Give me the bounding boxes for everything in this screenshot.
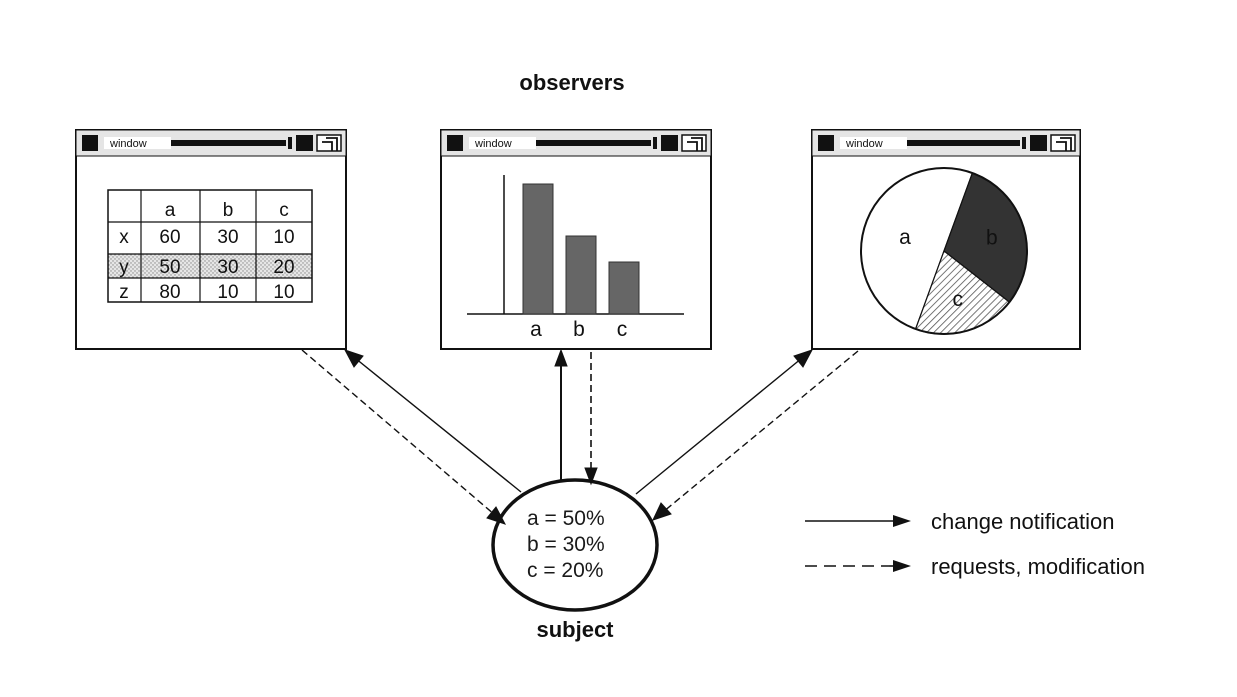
- subject-value-a: a = 50%: [527, 507, 605, 530]
- window-title: window: [474, 138, 512, 150]
- arrowhead-icon: [893, 560, 911, 572]
- window-titlebar[interactable]: window: [75, 129, 347, 157]
- subject-label: subject: [536, 617, 614, 642]
- column-header: a: [165, 200, 176, 221]
- table-cell: 50: [159, 257, 180, 278]
- legend: change notification requests, modificati…: [805, 509, 1145, 579]
- column-header: c: [279, 200, 289, 221]
- legend-label: requests, modification: [931, 554, 1145, 579]
- bar-tick-label: a: [530, 318, 542, 341]
- arrowhead-icon: [486, 506, 507, 525]
- bar-c: [608, 261, 640, 315]
- bar-tick-label: b: [573, 318, 585, 341]
- pie-slice-label: a: [899, 226, 911, 249]
- legend-item-dashed: requests, modification: [805, 554, 1145, 579]
- bar-labels: a b c: [530, 318, 627, 341]
- connections: [301, 348, 859, 525]
- legend-item-solid: change notification: [805, 509, 1114, 534]
- arrowhead-icon: [893, 515, 911, 527]
- table-cell: 10: [273, 282, 294, 303]
- table-cell: 30: [217, 257, 238, 278]
- zoom-box-icon[interactable]: [1030, 135, 1047, 151]
- row-label: y: [119, 257, 129, 278]
- arrowhead-icon: [652, 502, 672, 521]
- table-cell: 60: [159, 227, 180, 248]
- table-window: window a b c x 60 30: [75, 129, 347, 350]
- data-table: a b c x 60 30 10 y 50 30 20 z 80 10 10: [107, 189, 313, 303]
- resize-box-icon[interactable]: [316, 134, 342, 152]
- pie-slice-label: b: [986, 226, 998, 249]
- request-arrow-line: [662, 350, 859, 513]
- resize-box-icon[interactable]: [681, 134, 707, 152]
- close-box-icon[interactable]: [447, 135, 463, 151]
- notify-arrow-line: [354, 357, 522, 493]
- table-cell: 10: [273, 227, 294, 248]
- observers-heading: observers: [519, 70, 624, 95]
- close-box-icon[interactable]: [82, 135, 98, 151]
- row-label: z: [119, 282, 129, 303]
- close-box-icon[interactable]: [818, 135, 834, 151]
- table-cell: 80: [159, 282, 180, 303]
- window-title: window: [845, 138, 883, 150]
- row-label: x: [119, 227, 129, 248]
- bar-a: [522, 183, 554, 315]
- bar-b: [565, 235, 597, 315]
- table-cell: 10: [217, 282, 238, 303]
- window-title: window: [109, 138, 147, 150]
- subject-value-b: b = 30%: [527, 533, 605, 556]
- pie-outline: [860, 167, 1028, 335]
- arrowhead-icon: [793, 349, 814, 368]
- window-titlebar[interactable]: window: [811, 129, 1081, 157]
- resize-box-icon[interactable]: [1050, 134, 1076, 152]
- legend-label: change notification: [931, 509, 1114, 534]
- pie-series: [860, 167, 1028, 335]
- table-cell: 20: [273, 257, 294, 278]
- pie-slice-label: c: [952, 288, 963, 311]
- pie-chart-window: window a b c: [811, 129, 1081, 350]
- request-arrow-line: [301, 349, 496, 516]
- bar-chart-window: window a b c: [440, 129, 712, 350]
- table-row: z 80 10 10: [119, 282, 294, 303]
- subject-value-c: c = 20%: [527, 559, 603, 582]
- table-row: y 50 30 20: [119, 257, 294, 278]
- arrowhead-icon: [554, 348, 568, 367]
- column-header: b: [223, 200, 234, 221]
- table-row: x 60 30 10: [119, 227, 294, 248]
- arrowhead-icon: [584, 467, 598, 486]
- notify-arrow-line: [635, 357, 803, 495]
- table-cell: 30: [217, 227, 238, 248]
- arrowhead-icon: [343, 349, 364, 368]
- bar-tick-label: c: [617, 318, 628, 341]
- zoom-box-icon[interactable]: [661, 135, 678, 151]
- subject-node: a = 50% b = 30% c = 20%: [491, 478, 659, 612]
- pie-labels: a b c: [899, 226, 998, 311]
- bar-series: [522, 183, 640, 315]
- window-titlebar[interactable]: window: [440, 129, 712, 157]
- zoom-box-icon[interactable]: [296, 135, 313, 151]
